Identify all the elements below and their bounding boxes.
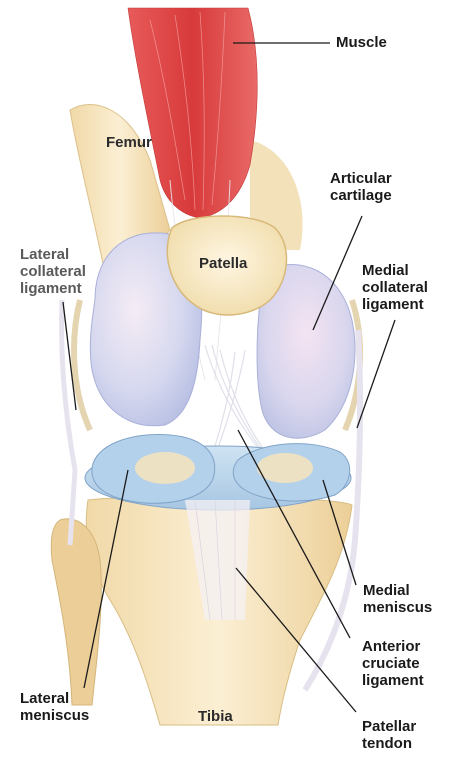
label-lateral-meniscus: Lateral meniscus bbox=[20, 690, 89, 724]
label-medial-meniscus: Medial meniscus bbox=[363, 582, 432, 616]
label-patellar-tendon: Patellar tendon bbox=[362, 718, 416, 752]
label-muscle: Muscle bbox=[336, 34, 387, 51]
label-lateral-collateral-ligament: Lateral collateral ligament bbox=[20, 246, 86, 297]
label-medial-collateral-ligament: Medial collateral ligament bbox=[362, 262, 428, 313]
label-articular-cartilage: Articular cartilage bbox=[330, 170, 392, 204]
label-femur: Femur bbox=[106, 134, 152, 151]
fibula-bone bbox=[51, 519, 101, 705]
label-patella: Patella bbox=[199, 255, 247, 272]
label-anterior-cruciate-ligament: Anterior cruciate ligament bbox=[362, 638, 424, 689]
label-tibia: Tibia bbox=[198, 708, 233, 725]
